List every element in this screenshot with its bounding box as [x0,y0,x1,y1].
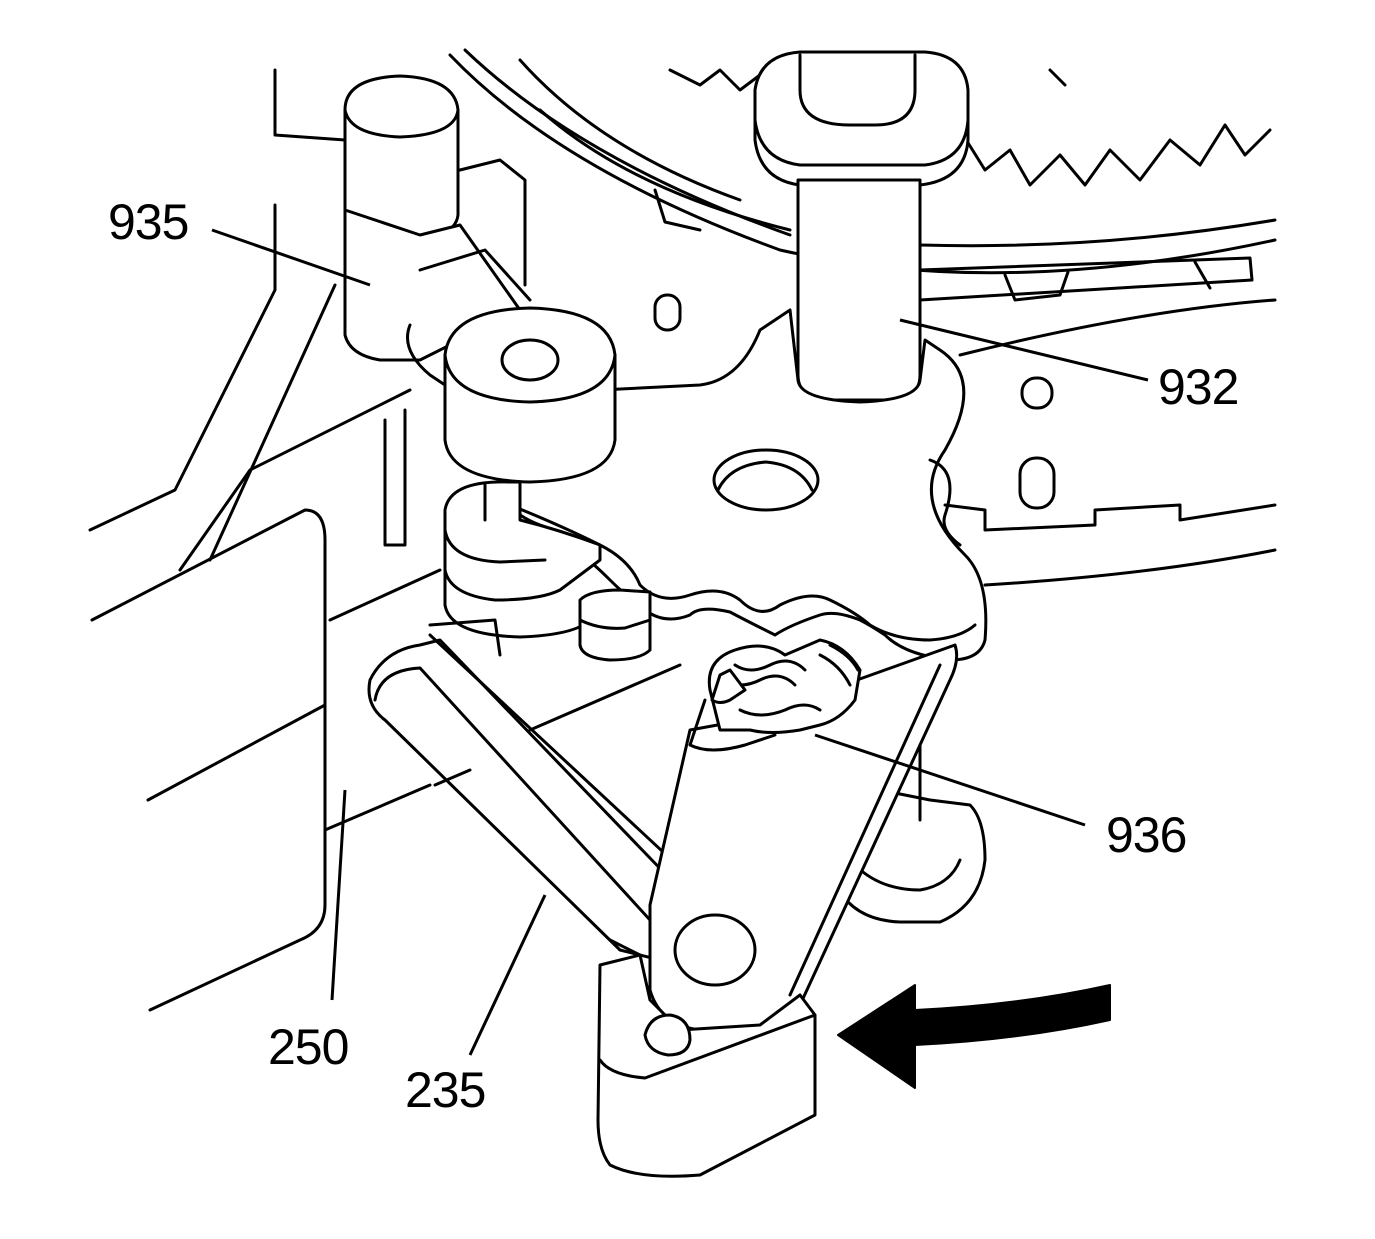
leader-932 [899,318,1149,382]
arm-with-spring-936 [596,638,959,1178]
housing-frame [88,68,497,1012]
leader-235 [468,894,547,1056]
leader-250 [330,789,347,1001]
callout-label-936: 936 [1106,807,1187,863]
callout-label-250: 250 [268,1019,349,1075]
leader-935 [211,228,371,287]
detent-plate [508,293,988,662]
gear-ring [448,48,1277,587]
callout-label-935: 935 [108,194,189,250]
callout-leaders [211,228,1149,1056]
leader-936 [814,733,1086,827]
link-bar-235 [367,618,722,962]
post-932 [753,50,970,404]
roller-stack [443,306,652,662]
callout-label-235: 235 [405,1062,486,1118]
callout-label-932: 932 [1158,359,1239,415]
curved-arrow-left-icon [837,984,1111,1089]
